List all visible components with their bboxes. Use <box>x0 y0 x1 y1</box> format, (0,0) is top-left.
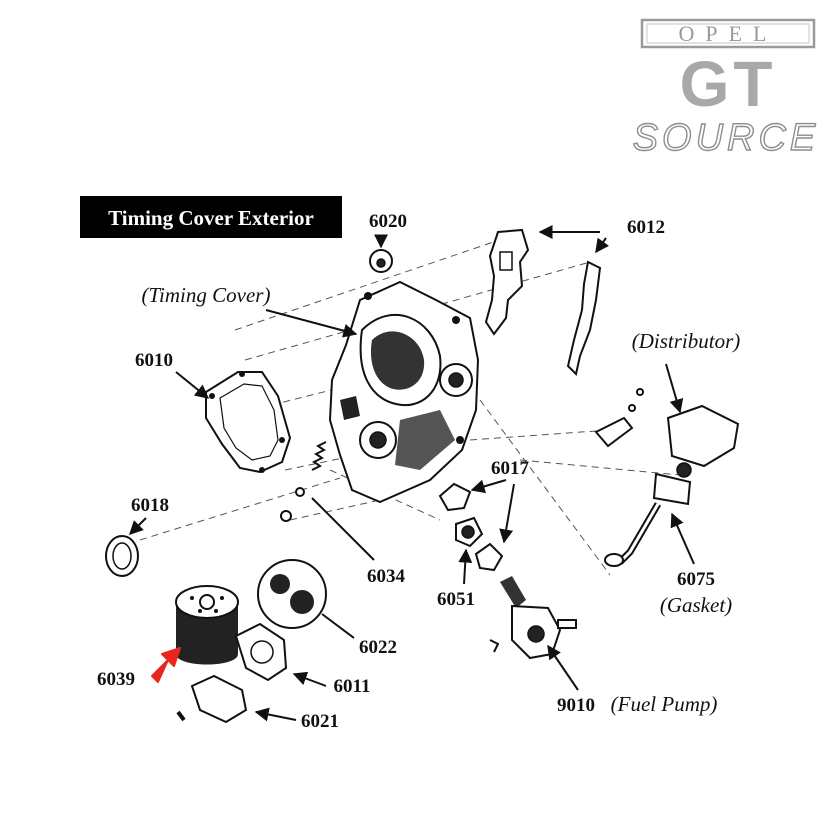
part-6011-gasket <box>234 622 327 687</box>
part-6018-seal <box>105 517 147 577</box>
part-number-6018: 6018 <box>131 495 169 516</box>
part-number-6039: 6039 <box>97 669 135 690</box>
part-6010-cover-gasket <box>175 371 292 474</box>
logo-badge-frame <box>640 18 816 49</box>
part-6022-pump-gears <box>257 559 355 639</box>
part-number-6011: 6011 <box>334 676 371 697</box>
diagram-title: Timing Cover Exterior <box>108 206 314 230</box>
logo-model-text: GT <box>680 48 777 120</box>
part-number-6012: 6012 <box>627 217 665 238</box>
part-6021-cover-plate <box>176 674 297 724</box>
part-6039-oil-filter <box>175 585 239 665</box>
label-distributor: (Distributor) <box>632 329 741 353</box>
part-number-6020: 6020 <box>369 211 407 232</box>
part-number-6010: 6010 <box>135 350 173 371</box>
part-6020-plug <box>369 234 393 273</box>
part-number-6017: 6017 <box>491 458 530 479</box>
logo-tagline-text: SOURCE <box>633 117 820 159</box>
part-number-6022: 6022 <box>359 637 397 658</box>
part-6012-gaskets <box>484 225 610 376</box>
part-9010-fuel-pump <box>489 576 579 691</box>
logo-badge-inner <box>646 23 810 44</box>
part-number-6034: 6034 <box>367 566 406 587</box>
part-number-6075: 6075 <box>677 569 715 590</box>
label-fuel-pump: (Fuel Pump) <box>611 692 718 716</box>
highlight-arrow-6039 <box>151 647 181 683</box>
part-6034-spring <box>280 441 375 561</box>
part-number-6051: 6051 <box>437 589 475 610</box>
part-number-6021: 6021 <box>301 711 339 732</box>
label-timing-cover: (Timing Cover) <box>142 283 271 307</box>
timing-cover-leader <box>265 309 358 338</box>
part-number-9010: 9010 <box>557 695 595 716</box>
part-distributor <box>594 363 740 567</box>
part-6051-valve <box>455 516 484 585</box>
label-gasket: (Gasket) <box>660 593 732 617</box>
logo-brand-text: OPEL <box>679 21 778 46</box>
opel-gt-source-logo: OPEL GT SOURCE <box>632 18 820 160</box>
part-timing-cover <box>328 280 480 504</box>
title-box <box>80 196 342 238</box>
part-6017-gaskets <box>438 479 515 572</box>
